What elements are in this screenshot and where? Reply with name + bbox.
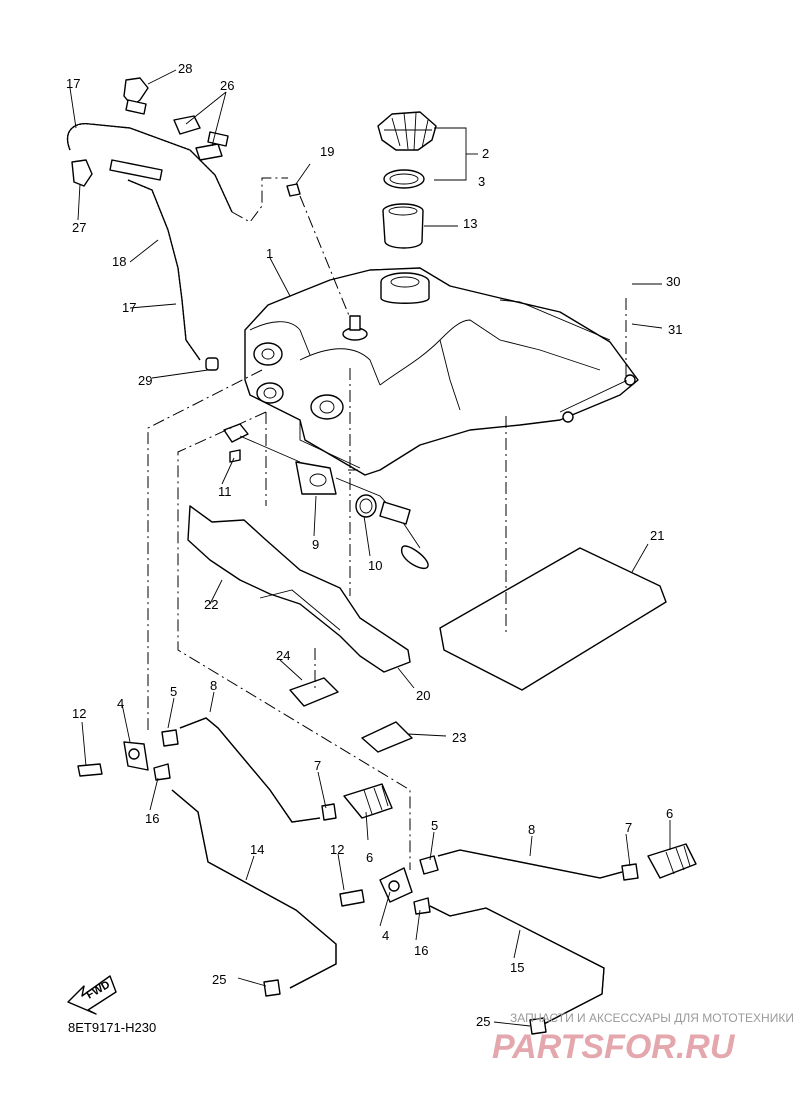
callout-26: 26 <box>220 78 234 93</box>
fuel-strainer <box>382 203 424 249</box>
callout-12: 12 <box>72 706 86 721</box>
fuel-cap <box>377 111 437 151</box>
cap-gasket <box>383 169 425 189</box>
callout-labels: 1234455667788910111212131415161617171819… <box>66 61 682 1029</box>
callout-4: 4 <box>382 928 389 943</box>
callout-5: 5 <box>170 684 177 699</box>
breather-hose-assembly <box>66 77 301 371</box>
protector-sheets <box>187 505 667 753</box>
callout-11: 11 <box>218 484 232 499</box>
callout-23: 23 <box>452 730 466 745</box>
callout-18: 18 <box>112 254 126 269</box>
callout-30: 30 <box>666 274 680 289</box>
callout-3: 3 <box>478 174 485 189</box>
callout-21: 21 <box>650 528 664 543</box>
callout-19: 19 <box>320 144 334 159</box>
callout-2: 2 <box>482 146 489 161</box>
callout-16: 16 <box>145 811 159 826</box>
callout-8: 8 <box>528 822 535 837</box>
callout-7: 7 <box>314 758 321 773</box>
callout-27: 27 <box>72 220 86 235</box>
diagram-code: 8ET9171-H230 <box>68 1020 156 1035</box>
callout-14: 14 <box>250 842 264 857</box>
fwd-arrow-icon: FWD <box>67 975 117 1015</box>
callout-25: 25 <box>212 972 226 987</box>
callout-25: 25 <box>476 1014 490 1029</box>
watermark-logo: PARTSFOR.RU <box>492 1028 736 1066</box>
callout-4: 4 <box>117 696 124 711</box>
callout-1: 1 <box>266 246 273 261</box>
callout-16: 16 <box>414 943 428 958</box>
callout-5: 5 <box>431 818 438 833</box>
callout-28: 28 <box>178 61 192 76</box>
callout-6: 6 <box>666 806 673 821</box>
callout-20: 20 <box>416 688 430 703</box>
callout-9: 9 <box>312 537 319 552</box>
leader-lines <box>69 69 671 1027</box>
callout-12: 12 <box>330 842 344 857</box>
callout-13: 13 <box>463 216 477 231</box>
callout-22: 22 <box>204 597 218 612</box>
assembly-center-lines <box>147 195 627 870</box>
callout-17: 17 <box>66 76 80 91</box>
callout-8: 8 <box>210 678 217 693</box>
callout-29: 29 <box>138 373 152 388</box>
fuel-line-left <box>77 717 393 997</box>
callout-17: 17 <box>122 300 136 315</box>
callout-10: 10 <box>368 558 382 573</box>
callout-7: 7 <box>625 820 632 835</box>
fuel-line-right <box>339 843 697 1035</box>
fuel-tank <box>244 267 639 476</box>
callout-6: 6 <box>366 850 373 865</box>
callout-24: 24 <box>276 648 290 663</box>
watermark-tagline: ЗАПЧАСТИ И АКСЕССУАРЫ ДЛЯ МОТОТЕХНИКИ <box>510 1011 794 1025</box>
callout-15: 15 <box>510 960 524 975</box>
callout-31: 31 <box>668 322 682 337</box>
fuel-sender <box>223 423 429 569</box>
